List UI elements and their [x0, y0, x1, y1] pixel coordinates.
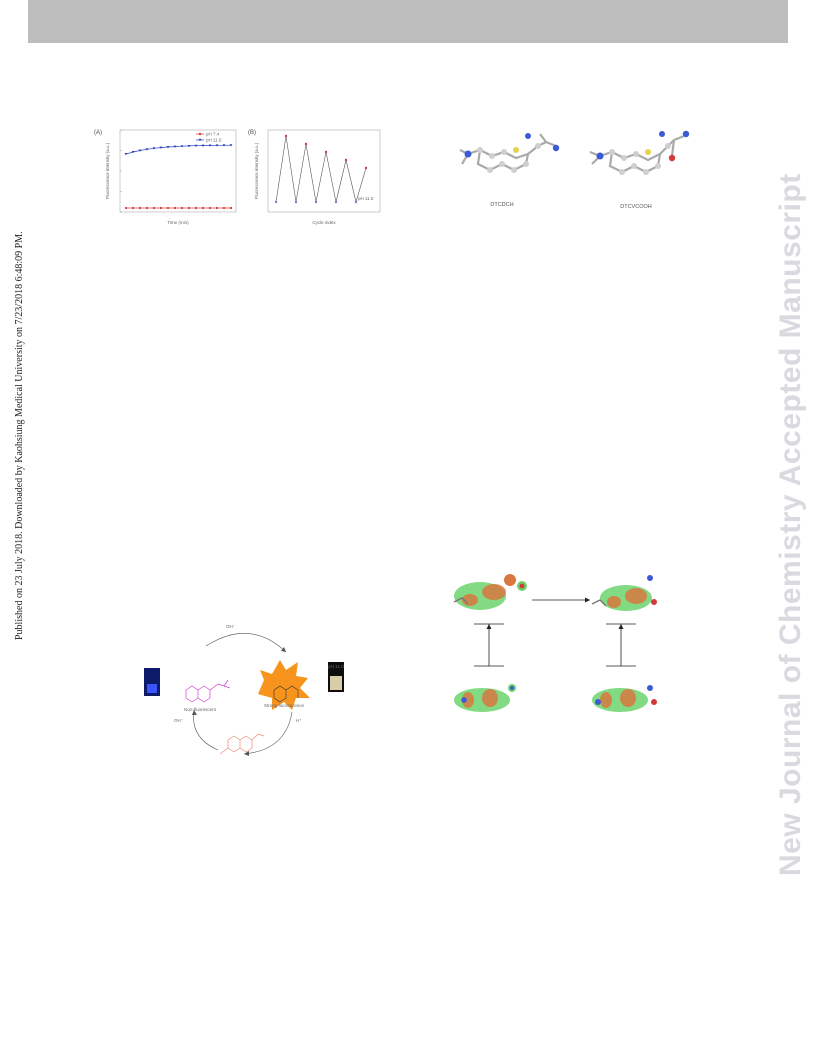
figure-a-point-ph11: [208, 144, 212, 147]
figure-b-points: [274, 134, 368, 204]
figure-a-point-ph11: [124, 153, 128, 156]
figure-a-point-ph74: [180, 206, 184, 210]
figure-a-point-ph11: [145, 148, 149, 151]
figure-b-panel-label: (B): [248, 130, 256, 136]
figure-a-point-ph74: [138, 206, 142, 210]
journal-watermark: New Journal of Chemistry Accepted Manusc…: [774, 173, 807, 876]
figure-a-series-ph11: [125, 144, 232, 155]
figure-a-panel-label: (A): [94, 130, 102, 136]
compound-right-label: Strong fluorescence: [264, 703, 305, 708]
published-notice: Published on 23 July 2018. Downloaded by…: [14, 231, 25, 640]
figure-a-xlabel: Time (min): [167, 220, 189, 225]
energy-gap-right: [606, 623, 636, 667]
compound-left: [185, 679, 231, 703]
figure-a-point-ph74: [124, 206, 128, 210]
figure-a-point-ph11: [138, 149, 142, 152]
figure-a-point-ph11: [159, 146, 163, 149]
molecule-left: DTCDCH: [459, 133, 560, 208]
figure-b-point: [294, 200, 298, 204]
figure-b-ylabel: Fluorescence intensity (a.u.): [254, 142, 259, 199]
energy-gap-left: [474, 623, 504, 667]
figure-b-point: [314, 200, 318, 204]
figure-a-ylabel: Fluorescence intensity (a.u.): [105, 142, 110, 199]
figure-a-point-ph74: [194, 206, 198, 210]
burst-highlight: [258, 660, 310, 710]
figure-a-point-ph74: [152, 206, 156, 210]
figure-a-point-ph74: [145, 206, 149, 210]
figure-a-point-ph11: [194, 144, 198, 148]
figure-a-legend: pH 7.4 pH 11.0: [196, 132, 222, 143]
figure-a-point-ph11: [187, 144, 191, 148]
arrow-top: [205, 633, 287, 653]
figure-a-point-ph74: [229, 206, 233, 210]
vial-right-label: pH 11.0: [328, 664, 344, 669]
figure-a-point-ph11: [131, 151, 135, 154]
arrow-right: [243, 711, 293, 755]
figure-b-chart: (B) pH 11.0 Cycle index Fluorescence int…: [248, 129, 381, 225]
figure-a-point-ph74: [166, 206, 170, 210]
figure-b-point: [354, 200, 358, 204]
molecule-right: DTCVCOOH: [589, 130, 690, 210]
figure-a-point-ph11: [201, 144, 205, 147]
figure-b-point: [284, 134, 288, 138]
molecule-right-caption: DTCVCOOH: [620, 204, 652, 210]
molecule-models: DTCDCH DTCVCOOH: [459, 130, 690, 210]
figure-b-point: [364, 166, 368, 170]
figure-a-ticks: [120, 129, 122, 213]
orbital-top-left: [453, 574, 527, 610]
arrow-left-label: OH⁻: [174, 718, 184, 723]
figure-b-point: [344, 158, 348, 162]
compound-bottom: [219, 733, 265, 755]
header-bar: [28, 0, 788, 43]
figure-a-point-ph74: [208, 206, 212, 210]
figure-a-point-ph11: [215, 144, 219, 147]
figure-a-point-ph11: [152, 147, 156, 150]
arrow-top-label: OH⁻: [226, 624, 236, 629]
figure-b-frame: [267, 129, 381, 213]
figure-a-point-ph74: [173, 206, 177, 210]
figure-a-point-ph74: [222, 206, 226, 210]
molecule-left-caption: DTCDCH: [490, 202, 513, 208]
figure-b-annotation: pH 11.0: [358, 196, 374, 201]
figure-a-legend-ph74: pH 7.4: [206, 132, 220, 137]
figure-b-series: [275, 135, 367, 204]
figure-a-point-ph11: [173, 145, 177, 148]
compound-left-label: Non-fluorescent: [184, 707, 217, 712]
figure-b-point: [334, 200, 338, 204]
figure-a-point-ph74: [201, 206, 205, 210]
reaction-scheme: OH⁻ H⁺ OH⁻ Non-fluorescent Strong fluore…: [144, 624, 344, 756]
figure-a-point-ph11: [222, 144, 226, 147]
figure-b-xlabel: Cycle index: [312, 220, 336, 225]
arrow-right-label: H⁺: [296, 718, 302, 723]
figure-a-point-ph74: [159, 206, 163, 210]
figure-a-point-ph74: [215, 206, 219, 210]
figure-b-point: [304, 142, 308, 146]
figure-b-point: [324, 150, 328, 154]
figure-a-point-ph11: [166, 146, 170, 149]
orbital-bottom-left: [454, 684, 516, 712]
figure-a-points: [124, 144, 233, 210]
arrow-left: [193, 709, 219, 751]
figure-a-chart: (A) pH 7.4 pH 11.0 Time (min) Fluorescen…: [94, 129, 237, 225]
figure-a-legend-ph11: pH 11.0: [206, 138, 222, 143]
figure-a-point-ph11: [229, 144, 233, 147]
figure-a-point-ph11: [180, 145, 184, 148]
orbital-diagram: [453, 574, 657, 712]
orbital-bottom-right: [592, 685, 657, 712]
orbital-top-right: [591, 575, 657, 611]
figure-a-point-ph74: [187, 206, 191, 210]
figure-a-point-ph74: [131, 206, 135, 210]
figure-b-point: [274, 200, 278, 204]
